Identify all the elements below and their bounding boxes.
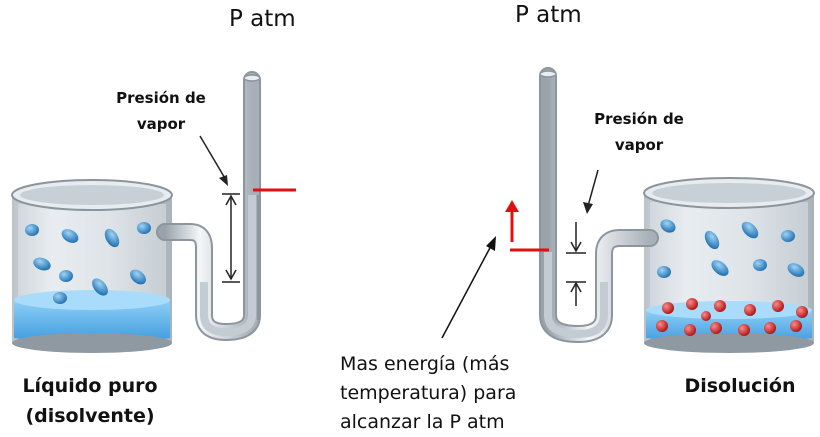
energy-note-line3: alcanzar la P atm	[340, 411, 505, 433]
left-manometer	[156, 71, 261, 342]
left-caption-line2: (disolvente)	[25, 405, 155, 427]
left-vapor-label-line1: Presión de	[116, 89, 206, 107]
left-apparatus	[11, 71, 296, 353]
left-pressure-markers	[199, 135, 296, 283]
right-caption: Disolución	[684, 375, 796, 397]
right-vapor-pressure-label: Presión de vapor	[584, 106, 694, 158]
note-arrow	[441, 243, 493, 339]
right-vapor-molecules	[657, 219, 805, 278]
left-caption: Líquido puro (disolvente)	[10, 371, 170, 431]
left-vapor-label-line2: vapor	[136, 115, 186, 133]
energy-note-line1: Mas energía (más	[340, 353, 510, 375]
right-beaker	[643, 177, 815, 353]
left-vapor-molecules	[25, 222, 151, 304]
energy-note: Mas energía (más temperatura) para alcan…	[340, 350, 516, 437]
right-pressure-markers	[505, 169, 599, 306]
note-arrow-head	[486, 236, 496, 251]
right-patm-label: P atm	[515, 2, 582, 28]
right-vapor-label-line2: vapor	[614, 136, 664, 154]
right-apparatus	[505, 67, 815, 353]
right-manometer	[539, 67, 659, 344]
left-caption-line1: Líquido puro	[22, 375, 158, 397]
right-solute-particles	[656, 298, 808, 336]
left-vapor-pressure-label: Presión de vapor	[106, 85, 216, 137]
left-patm-label: P atm	[229, 6, 296, 32]
left-liquid	[14, 300, 170, 344]
right-vapor-label-line1: Presión de	[594, 110, 684, 128]
energy-note-line2: temperatura) para	[340, 382, 517, 404]
